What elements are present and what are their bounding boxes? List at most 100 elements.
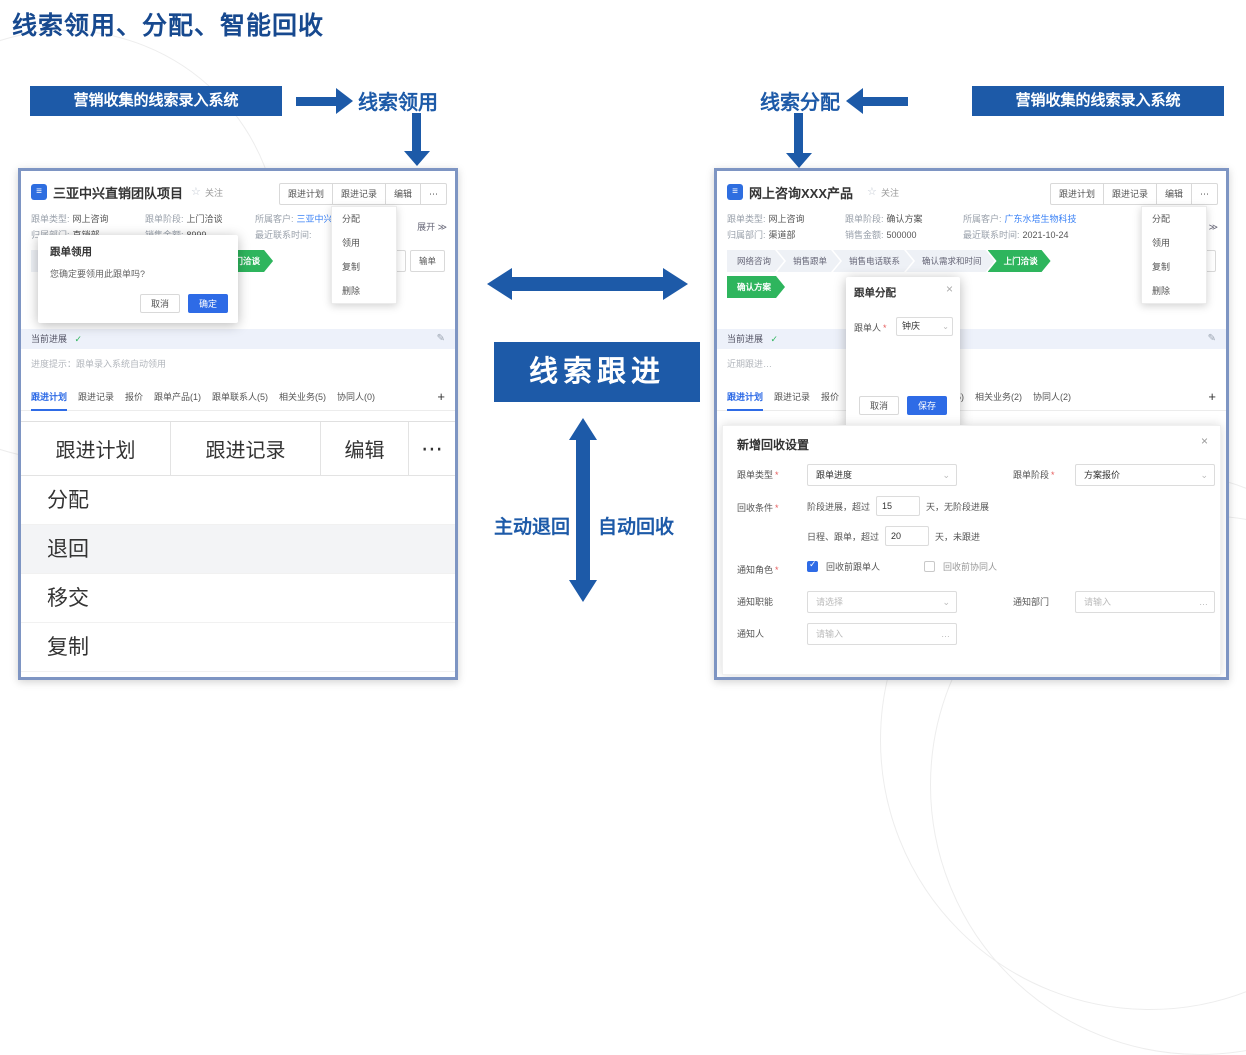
edit-icon[interactable]: ✎ (1207, 333, 1216, 344)
save-button[interactable]: 保存 (907, 396, 948, 415)
menu-item-assign[interactable]: 分配 (1152, 214, 1171, 224)
menu-item-transfer-large[interactable]: 移交 (21, 574, 455, 623)
condition-text: 天，未跟进 (935, 531, 981, 542)
notify-function-select[interactable]: 请选择 ⌄ (807, 591, 957, 613)
field-customer: 所属客户:广东水塔生物科技 (963, 212, 1077, 225)
stage-item-confirm-plan[interactable]: 确认方案 (727, 276, 785, 298)
notify-role-label: 通知角色* (737, 563, 779, 576)
tab-quote[interactable]: 报价 (821, 391, 840, 402)
follow-plan-button-large[interactable]: 跟进计划 (21, 422, 171, 475)
tab-contacts[interactable]: 跟单联系人(5) (212, 391, 269, 402)
notify-person-input[interactable]: 请输入 … (807, 623, 957, 645)
tab-collaborators[interactable]: 协同人(0) (337, 391, 376, 402)
star-icon[interactable]: ☆ (867, 186, 877, 198)
add-tab-button[interactable]: + (1208, 389, 1216, 404)
cancel-button[interactable]: 取消 (858, 396, 899, 415)
star-icon[interactable]: ☆ (191, 186, 201, 198)
tab-related[interactable]: 相关业务(2) (975, 391, 1023, 402)
days-input[interactable]: 20 (885, 526, 930, 546)
dialog-title: 跟单分配 (854, 287, 896, 299)
follow-record-button[interactable]: 跟进记录 (1102, 183, 1157, 205)
deal-stage-select[interactable]: 方案报价 ⌄ (1075, 464, 1215, 486)
follow-record-button-large[interactable]: 跟进记录 (171, 422, 321, 475)
checkbox-label: 回收前协同人 (943, 562, 998, 572)
tab-follow-record[interactable]: 跟进记录 (78, 391, 115, 402)
assignee-label: 跟单人* (854, 321, 887, 334)
menu-item-assign-large[interactable]: 分配 (21, 476, 455, 525)
menu-item-delete[interactable]: 删除 (1152, 286, 1171, 296)
menu-item-copy[interactable]: 复制 (1152, 262, 1171, 272)
follow-plan-button[interactable]: 跟进计划 (1049, 183, 1104, 205)
edit-button[interactable]: 编辑 (384, 183, 421, 205)
add-tab-button[interactable]: + (437, 389, 445, 404)
lose-button[interactable]: 输单 (409, 250, 445, 272)
input-placeholder: 请输入 (816, 629, 844, 639)
detail-tabs: 跟进计划 跟进记录 报价 跟单产品(1) 跟单联系人(5) 相关业务(5) 协同… (21, 383, 455, 411)
required-mark: * (775, 565, 779, 575)
edit-button-large[interactable]: 编辑 (321, 422, 409, 475)
menu-item-claim[interactable]: 领用 (342, 238, 361, 248)
double-arrow-right-head-icon (663, 268, 688, 300)
stage-item[interactable]: 确认需求和时间 (906, 250, 995, 272)
tab-follow-plan[interactable]: 跟进计划 (727, 383, 764, 411)
expand-toggle[interactable]: 展开 ≫ (417, 222, 447, 232)
follow-toggle[interactable]: 关注 (881, 188, 900, 198)
follow-plan-button[interactable]: 跟进计划 (278, 183, 333, 205)
checkbox-checked[interactable]: ✓ (807, 559, 818, 572)
menu-item-copy[interactable]: 复制 (342, 262, 361, 272)
tab-follow-record[interactable]: 跟进记录 (774, 391, 811, 402)
menu-item-copy-large[interactable]: 复制 (21, 623, 455, 672)
days-input[interactable]: 15 (876, 496, 921, 516)
dialog-message: 您确定要领用此跟单吗? (50, 269, 146, 279)
more-button[interactable]: ⋯ (420, 183, 447, 205)
tab-quote[interactable]: 报价 (125, 391, 144, 402)
confirm-button[interactable]: 确定 (187, 294, 228, 313)
menu-item-claim[interactable]: 领用 (1152, 238, 1171, 248)
close-icon[interactable]: × (945, 282, 953, 296)
more-button[interactable]: ⋯ (1191, 183, 1218, 205)
field-value: 网上咨询 (768, 214, 805, 224)
menu-item-assign[interactable]: 分配 (342, 214, 361, 224)
stage-item[interactable]: 销售跟单 (777, 250, 840, 272)
tab-related[interactable]: 相关业务(5) (279, 391, 327, 402)
field-label: 跟单类型: (727, 214, 766, 224)
cancel-button[interactable]: 取消 (139, 294, 180, 313)
field-label: 通知职能 (737, 597, 774, 607)
notify-department-input[interactable]: 请输入 … (1075, 591, 1215, 613)
stage-item[interactable]: 网络咨询 (727, 250, 784, 272)
menu-item-delete[interactable]: 删除 (342, 286, 361, 296)
close-icon[interactable]: × (1200, 434, 1208, 448)
edit-icon[interactable]: ✎ (436, 333, 445, 344)
deal-type-select[interactable]: 跟单进度 ⌄ (807, 464, 957, 486)
field-label: 所属客户: (963, 214, 1002, 224)
lead-source-box-left: 营销收集的线索录入系统 (30, 86, 282, 116)
customer-link[interactable]: 三亚中兴软件 (296, 214, 351, 224)
more-button-large[interactable]: ⋯ (421, 435, 443, 461)
follow-record-button[interactable]: 跟进记录 (331, 183, 386, 205)
arrow-down-icon (404, 151, 430, 166)
edit-button[interactable]: 编辑 (1155, 183, 1192, 205)
menu-item-return-large[interactable]: 退回 (21, 525, 455, 574)
tab-products[interactable]: 跟单产品(1) (154, 391, 202, 402)
field-label: 最近联系时间: (255, 230, 312, 240)
required-mark: * (1051, 470, 1055, 480)
input-placeholder: 请输入 (1084, 597, 1112, 607)
tab-follow-plan[interactable]: 跟进计划 (31, 383, 68, 411)
select-placeholder: 请选择 (816, 597, 844, 607)
stage-item[interactable]: 销售电话联系 (833, 250, 913, 272)
customer-link[interactable]: 广东水塔生物科技 (1004, 214, 1077, 224)
flow-box-lead-follow: 线索跟进 (494, 342, 700, 402)
follow-toggle[interactable]: 关注 (205, 188, 224, 198)
check-circle-icon: ✓ (770, 334, 779, 344)
assignee-select[interactable]: 钟庆 ⌄ (896, 317, 953, 336)
more-dropdown-menu: 分配 领用 复制 删除 (1141, 206, 1207, 304)
field-label: 最近联系时间: (963, 230, 1020, 240)
field-deal-type: 跟单类型:网上咨询 (31, 212, 109, 225)
checkbox-unchecked[interactable] (924, 561, 936, 572)
opportunity-icon: ≡ (727, 184, 743, 200)
field-value: 确认方案 (886, 214, 923, 224)
stage-item-current[interactable]: 上门洽谈 (988, 250, 1051, 272)
tab-collaborators[interactable]: 协同人(2) (1033, 391, 1072, 402)
arrow-down-shaft (412, 113, 421, 151)
opportunity-title: 网上咨询XXX产品 (749, 186, 854, 201)
